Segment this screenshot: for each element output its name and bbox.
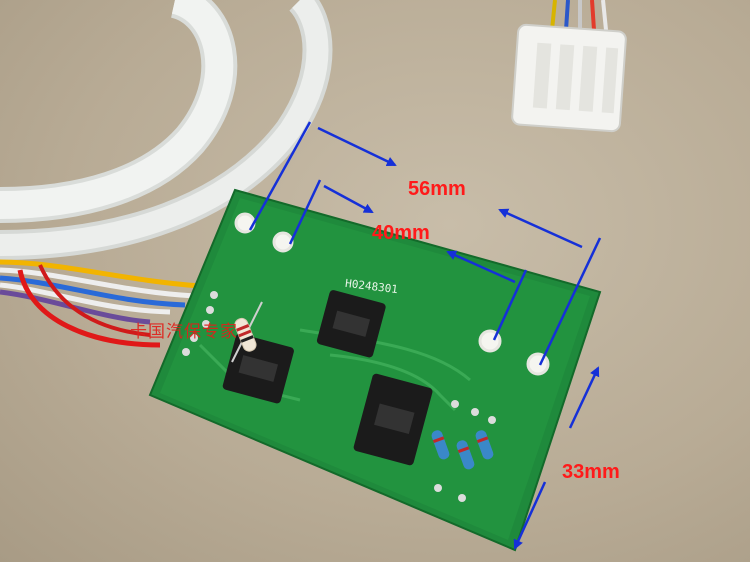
opto-sensors — [222, 290, 433, 466]
dimension-label-56mm: 56mm — [408, 178, 466, 200]
resistors — [231, 301, 494, 470]
signal-wires — [0, 259, 201, 348]
dimension-label-33mm: 33mm — [562, 461, 620, 483]
watermark-text: 卡国汽保专家 — [130, 322, 238, 342]
dimension-annotations — [248, 121, 602, 550]
dimension-label-40mm: 40mm — [372, 222, 430, 244]
connector-plug — [511, 0, 627, 133]
white-cable — [0, 0, 333, 260]
